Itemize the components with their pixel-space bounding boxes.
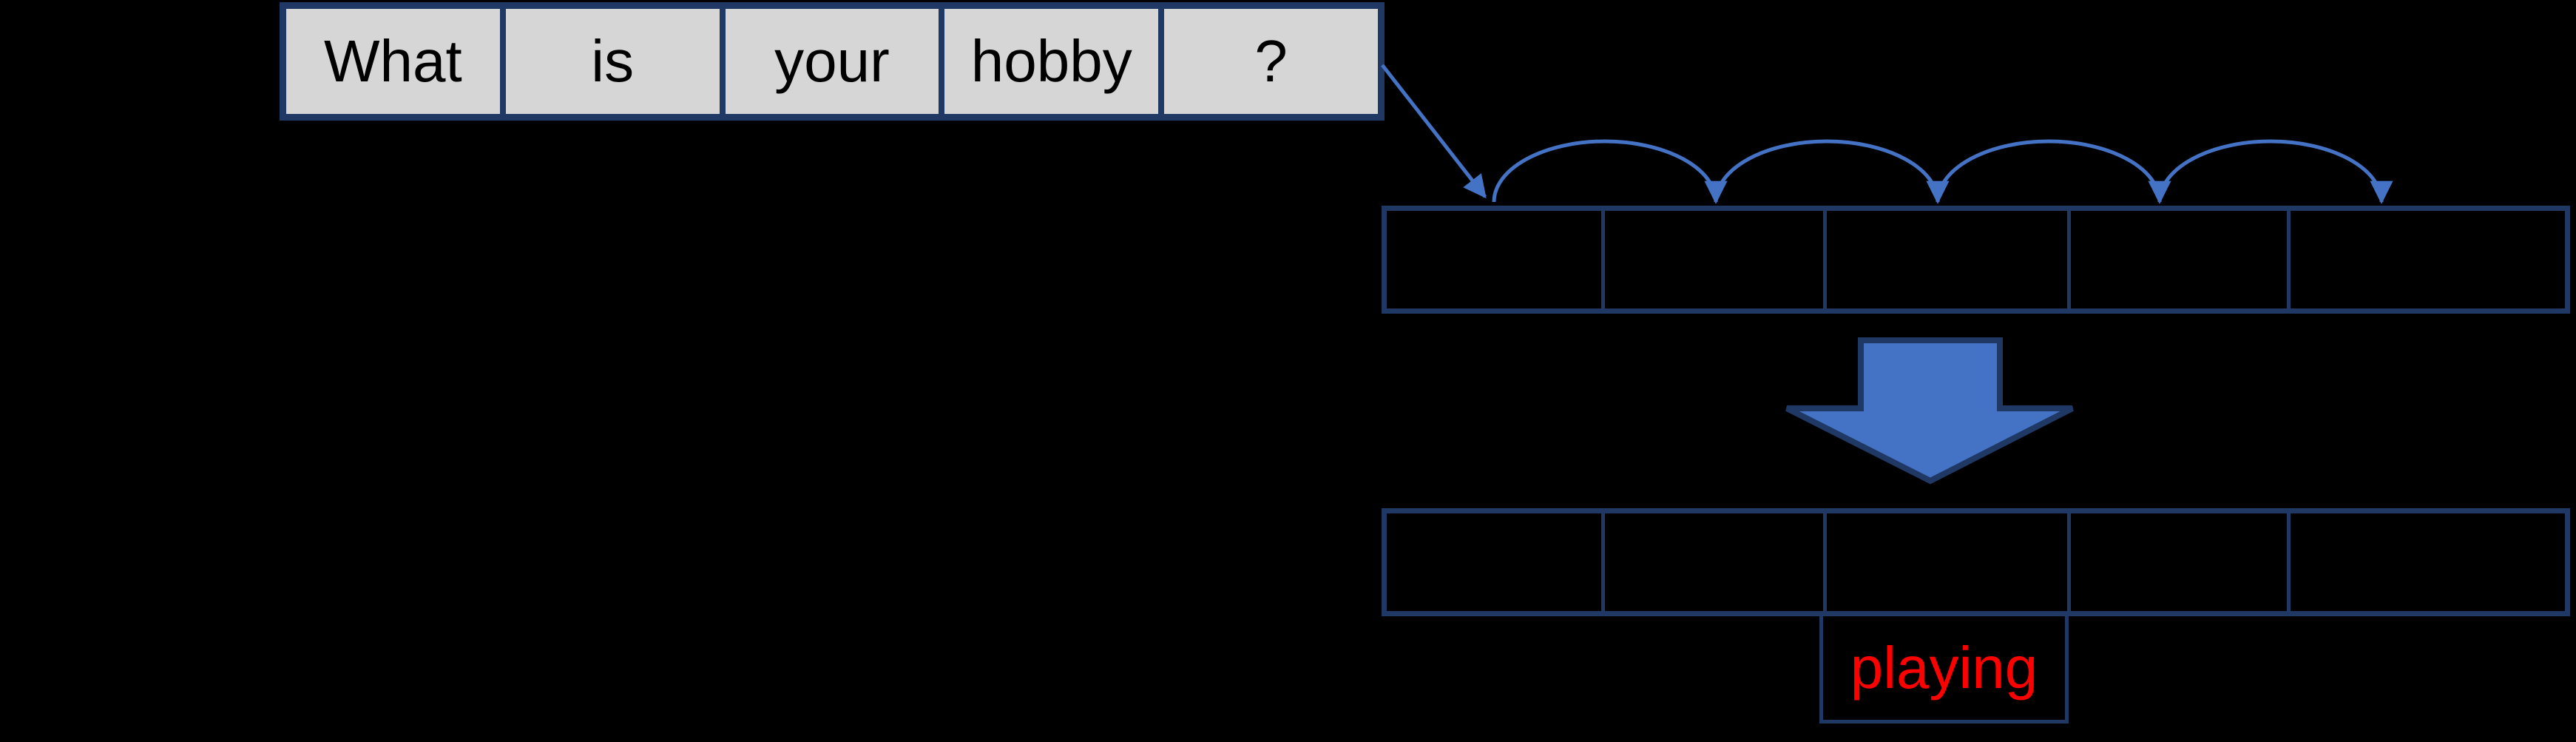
input-token-label-5: ? [1254, 28, 1288, 94]
top-state-row-divider-2 [1823, 211, 1827, 308]
input-token-row: What is your hobby ? [280, 2, 1385, 121]
input-to-state-arrow-icon [1381, 64, 1487, 199]
input-token-label-4: hobby [970, 28, 1132, 94]
hop-arc-icon-2 [1714, 139, 1950, 204]
input-token-cell-2: is [506, 9, 726, 114]
output-word-label: playing [1850, 634, 2038, 701]
top-state-row-divider-4 [2287, 211, 2291, 308]
top-state-row [1382, 206, 2570, 314]
hop-arc-icon-3 [1936, 139, 2171, 204]
input-token-cell-3: your [726, 9, 945, 114]
output-word-box: playing [1819, 612, 2069, 724]
block-down-arrow-icon [1785, 337, 2074, 485]
hop-arc-icon-4 [2157, 139, 2393, 204]
input-token-cell-4: hobby [944, 9, 1165, 114]
hop-arc-icon-1 [1492, 139, 1728, 204]
input-token-label-3: your [774, 28, 890, 94]
input-token-label-2: is [591, 28, 635, 94]
bottom-state-row-divider-1 [1601, 513, 1605, 611]
input-token-cell-5: ? [1164, 9, 1378, 114]
top-state-row-divider-1 [1601, 211, 1605, 308]
bottom-state-row-divider-2 [1823, 513, 1827, 611]
bottom-state-row [1382, 508, 2570, 616]
bottom-state-row-divider-4 [2287, 513, 2291, 611]
bottom-state-row-divider-3 [2067, 513, 2071, 611]
input-token-cell-1: What [286, 9, 506, 114]
top-state-row-divider-3 [2067, 211, 2071, 308]
input-token-label-1: What [324, 28, 462, 94]
